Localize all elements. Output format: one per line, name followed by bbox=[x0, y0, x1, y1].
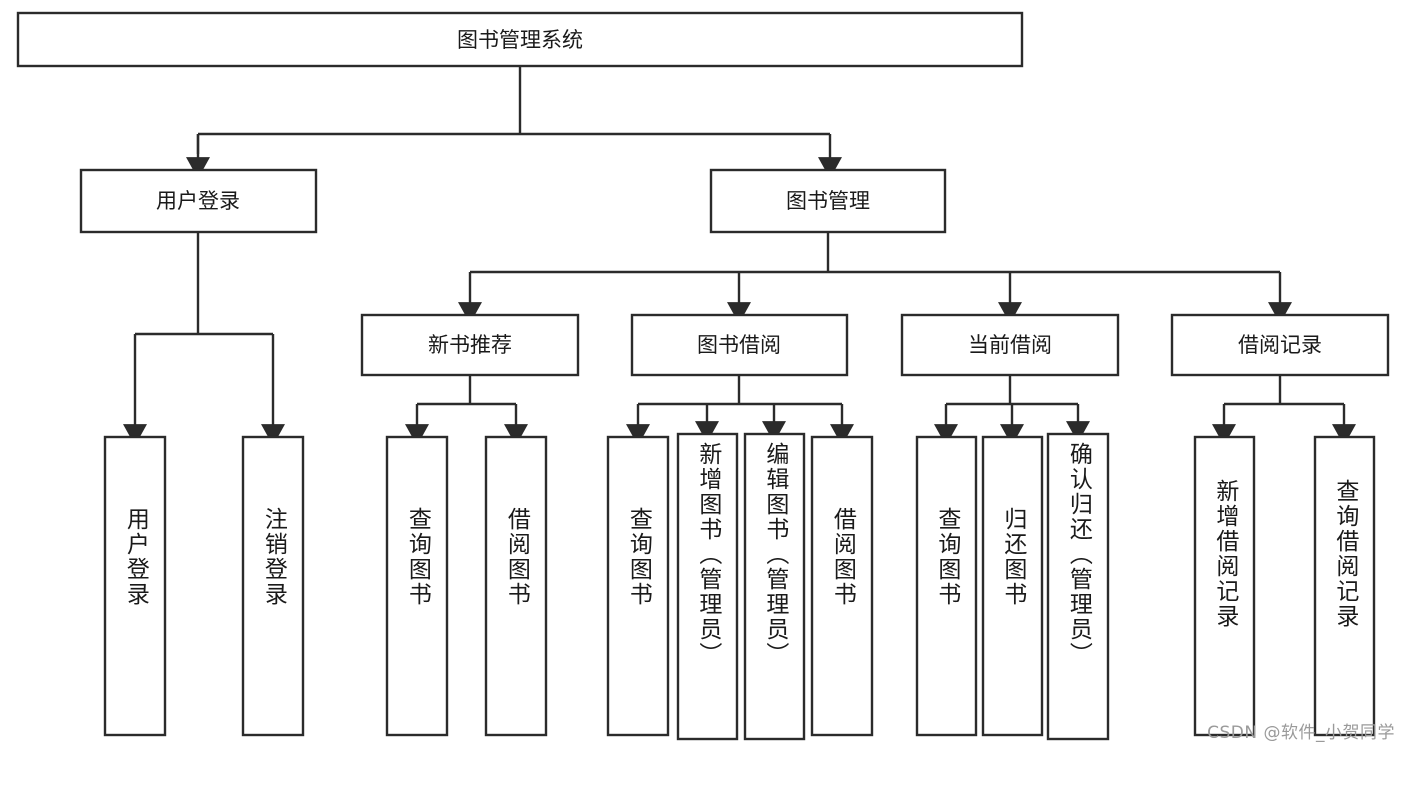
leaf-box-add-borrow-record[interactable] bbox=[1193, 435, 1256, 737]
leaf-box-return-book[interactable] bbox=[981, 435, 1044, 737]
node-book-manage[interactable]: 图书管理 bbox=[709, 168, 947, 234]
node-book-borrow-label: 图书借阅 bbox=[697, 333, 781, 357]
node-new-book-recommend[interactable]: 新书推荐 bbox=[360, 313, 580, 377]
node-book-borrow[interactable]: 图书借阅 bbox=[630, 313, 849, 377]
connector-bookborrow-bus bbox=[638, 375, 842, 406]
leaf-box-add-book-admin[interactable] bbox=[676, 432, 739, 741]
csdn-watermark: CSDN @软件_小贺同学 bbox=[1207, 723, 1395, 743]
connector-currentborrow-bus bbox=[946, 375, 1078, 406]
node-borrow-record[interactable]: 借阅记录 bbox=[1170, 313, 1390, 377]
node-new-book-recommend-box[interactable] bbox=[360, 313, 580, 377]
leaf-box-query-book-1[interactable] bbox=[385, 435, 449, 737]
node-root[interactable]: 图书管理系统 bbox=[16, 11, 1024, 68]
connector-root-bus bbox=[196, 66, 830, 154]
leaf-box-query-borrow-record[interactable] bbox=[1313, 435, 1376, 737]
connector-bookmanage-bus bbox=[470, 232, 1280, 274]
node-current-borrow-label: 当前借阅 bbox=[968, 333, 1052, 357]
leaf-box-edit-book-admin[interactable] bbox=[743, 432, 806, 741]
leaf-box-confirm-return-admin[interactable] bbox=[1046, 432, 1110, 741]
node-current-borrow-box[interactable] bbox=[900, 313, 1120, 377]
leaf-box-query-book-3[interactable] bbox=[915, 435, 978, 737]
leaf-box-layer bbox=[103, 432, 1376, 741]
node-user-login-box[interactable] bbox=[79, 168, 318, 234]
node-book-manage-box[interactable] bbox=[709, 168, 947, 234]
flowchart-svg: 图书管理系统 用户登录 图书管理 新书推荐 图书借阅 当前借阅 借阅记录 bbox=[16, 11, 1390, 741]
node-root-box[interactable] bbox=[16, 11, 1024, 68]
leaf-box-query-book-2[interactable] bbox=[606, 435, 670, 737]
leaf-box-user-login[interactable] bbox=[103, 435, 167, 737]
leaf-box-user-logout[interactable] bbox=[241, 435, 305, 737]
node-book-borrow-box[interactable] bbox=[630, 313, 849, 377]
node-user-login-label: 用户登录 bbox=[156, 189, 240, 213]
node-current-borrow[interactable]: 当前借阅 bbox=[900, 313, 1120, 377]
connector-layer bbox=[123, 66, 1356, 446]
connector-userlogin-bus bbox=[135, 232, 273, 336]
leaf-box-borrow-book-2[interactable] bbox=[810, 435, 874, 737]
connector-borrowrecord-bus bbox=[1224, 375, 1344, 406]
leaf-box-borrow-book-1[interactable] bbox=[484, 435, 548, 737]
node-user-login[interactable]: 用户登录 bbox=[79, 168, 318, 234]
connector-newbook-bus bbox=[417, 375, 516, 406]
node-new-book-recommend-label: 新书推荐 bbox=[428, 333, 512, 357]
node-root-label: 图书管理系统 bbox=[457, 28, 583, 52]
node-borrow-record-label: 借阅记录 bbox=[1238, 333, 1322, 357]
node-borrow-record-box[interactable] bbox=[1170, 313, 1390, 377]
flowchart-diagram: 图书管理系统 用户登录 图书管理 新书推荐 图书借阅 当前借阅 借阅记录 bbox=[16, 11, 1395, 743]
node-book-manage-label: 图书管理 bbox=[786, 189, 870, 213]
